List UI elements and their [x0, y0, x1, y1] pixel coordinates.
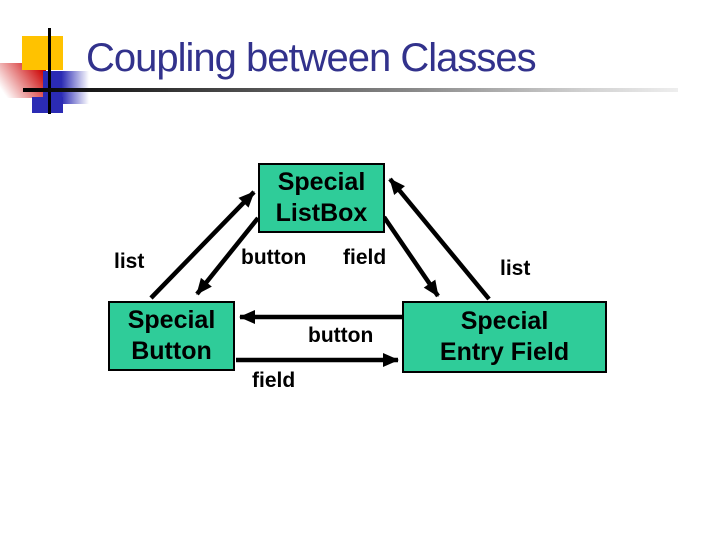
class-box-label-line: ListBox: [275, 199, 368, 227]
class-box-label-line: Special: [277, 168, 366, 196]
title-underline: [23, 88, 678, 92]
coupling-arrow-list-special-button-to-special-listbox: [149, 190, 256, 300]
edge-label-list-right: list: [500, 257, 531, 280]
class-box-label-line: Special: [460, 307, 549, 335]
class-box-special-listbox: Special ListBox: [258, 163, 385, 233]
class-box-label-line: Special: [127, 306, 216, 334]
edge-label-field-bottom: field: [252, 369, 296, 392]
coupling-arrow-field-special-listbox-to-special-entry-field: [382, 215, 440, 298]
class-box-special-button: Special Button: [108, 301, 235, 371]
class-box-label-line: Button: [131, 337, 212, 365]
edge-label-list-left: list: [114, 250, 145, 273]
coupling-arrow-list-special-entry-field-to-special-listbox: [388, 177, 491, 301]
class-box-special-entry-field: Special Entry Field: [402, 301, 607, 373]
class-box-label-line: Entry Field: [439, 338, 570, 366]
edge-label-button-mid: button: [308, 324, 374, 347]
ornament-crosshair-line-icon: [48, 28, 51, 114]
ornament-blue-small-square-icon: [32, 97, 63, 113]
ornament-yellow-square-icon: [22, 36, 63, 70]
slide-title: Coupling between Classes: [86, 36, 537, 80]
edge-label-field-top: field: [343, 246, 387, 269]
edge-label-button-top: button: [241, 246, 307, 269]
